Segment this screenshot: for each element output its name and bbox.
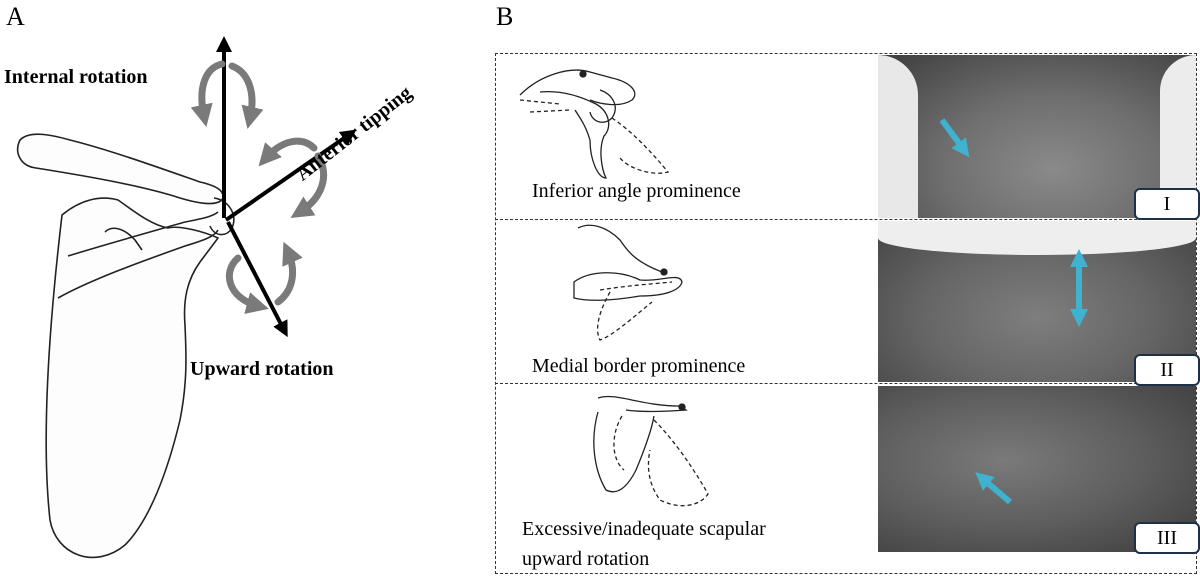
indicator-arrow-1 (939, 118, 970, 158)
upward-rotation-arrow-left (225, 254, 269, 314)
scapula-drawing (16, 133, 235, 559)
coracoid (104, 227, 143, 251)
axis-arrows (216, 36, 357, 338)
scapula-spine (57, 211, 219, 299)
anterior-tipping-arrow-lower (290, 152, 328, 219)
panel-b-letter: B (496, 2, 514, 31)
panel-a-letter: A (6, 2, 25, 31)
internal-rotation-arrow-left (190, 60, 226, 127)
badge-row-3: III (1134, 522, 1200, 554)
anterior-axis-arrow (224, 129, 357, 222)
sketch-inferior-angle (519, 69, 670, 179)
indicator-arrow-3 (975, 472, 1012, 505)
indicator-arrows (939, 118, 1088, 505)
caption-row-3-line-1: Excessive/inadequate scapular (522, 518, 766, 540)
caption-row-3-line-2: upward rotation (522, 548, 650, 570)
badge-row-1: I (1134, 188, 1200, 220)
scapula-body (45, 197, 219, 559)
anterior-tipping-arrow-upper (258, 137, 318, 167)
caption-row-1: Inferior angle prominence (532, 180, 741, 202)
upward-rotation-arrow-right (274, 241, 303, 306)
row-divider-1 (495, 219, 1197, 220)
internal-rotation-arrow-right (228, 62, 264, 129)
sketch-upward-rotation (593, 395, 709, 507)
sketch-medial-border (573, 224, 683, 341)
internal-rotation-label: Internal rotation (4, 66, 148, 88)
upward-rotation-label: Upward rotation (190, 358, 334, 380)
upward-axis-arrow (226, 221, 288, 338)
badge-row-2: II (1134, 354, 1200, 386)
panel-b-frame (495, 53, 1197, 574)
caption-row-2: Medial border prominence (532, 355, 746, 377)
row-divider-2 (495, 383, 1197, 384)
rotation-arrows (190, 60, 328, 314)
